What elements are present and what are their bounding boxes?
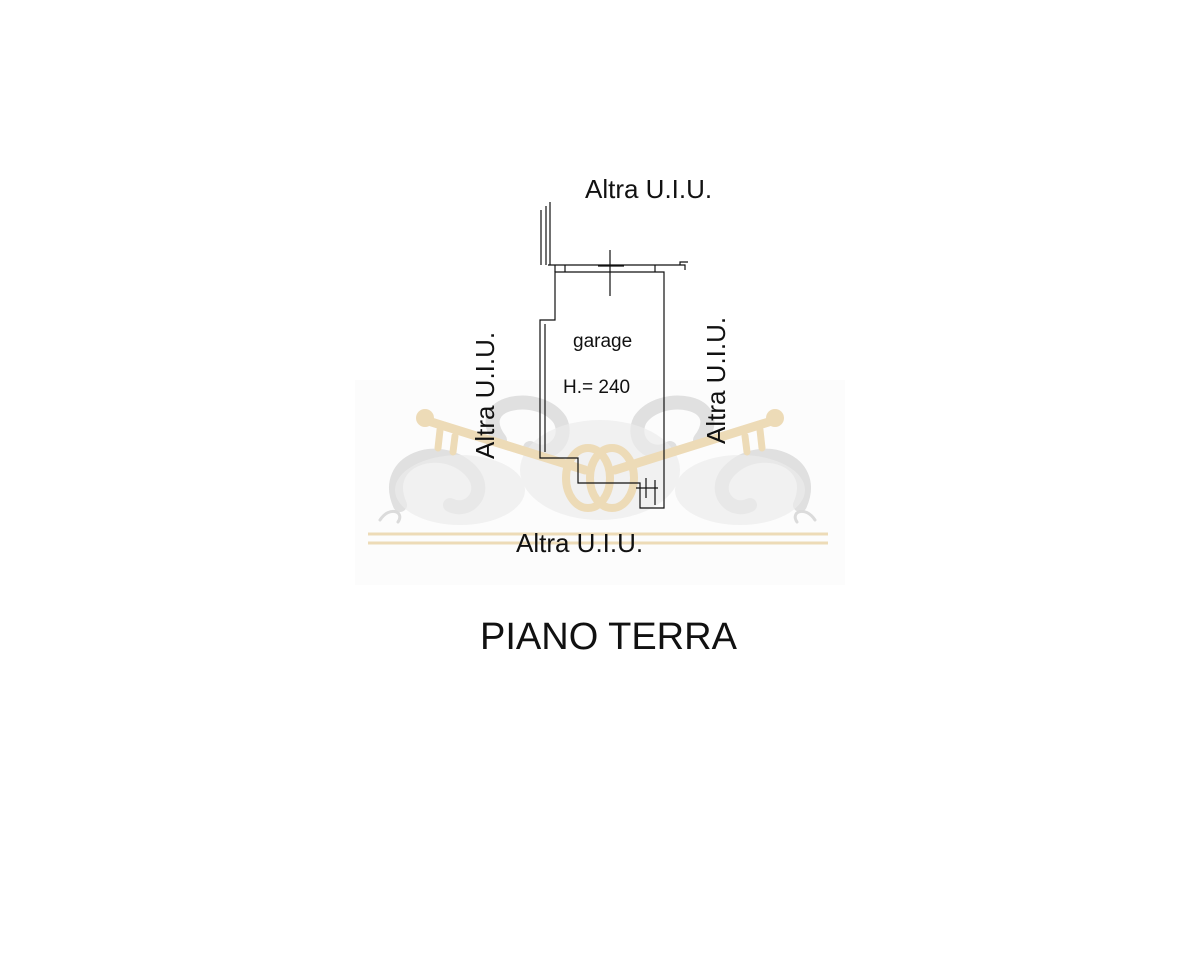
neighbor-label-left: Altra U.I.U. xyxy=(470,332,500,459)
watermark-logo xyxy=(355,380,845,585)
neighbor-label-top: Altra U.I.U. xyxy=(585,174,712,204)
neighbor-label-right: Altra U.I.U. xyxy=(701,317,731,444)
neighbor-label-bottom: Altra U.I.U. xyxy=(516,528,643,558)
garage-walls xyxy=(539,202,688,509)
room-name-label: garage xyxy=(573,331,632,352)
room-height-label: H.= 240 xyxy=(563,377,630,398)
floor-title: PIANO TERRA xyxy=(480,616,738,658)
